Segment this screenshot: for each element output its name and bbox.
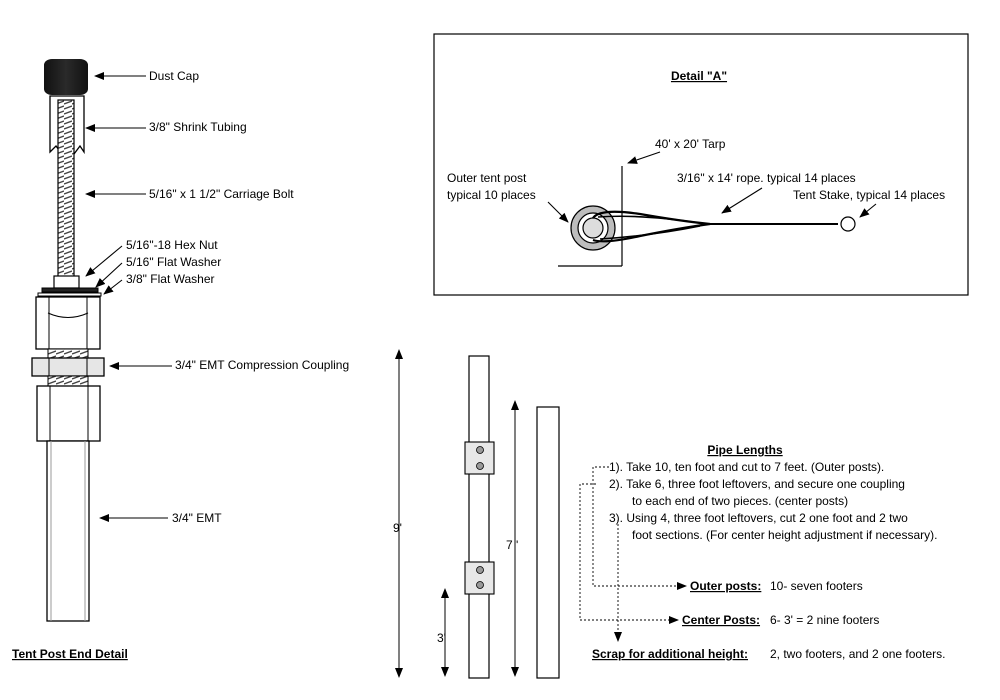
emt-label: 3/4" EMT (172, 511, 222, 525)
tent-post-end-assembly (31, 59, 105, 622)
flat-washer-516-label: 5/16" Flat Washer (126, 255, 221, 269)
detail-a-arrows (547, 151, 877, 223)
center-post (464, 355, 495, 679)
dimension-three-label: 3' (437, 631, 446, 645)
hex-nut-label: 5/16"-18 Hex Nut (126, 238, 218, 252)
carriage-bolt-label: 5/16" x 1 1/2" Carriage Bolt (149, 187, 294, 201)
detail-a-title: Detail "A" (671, 69, 727, 83)
pipe-step-3a: 3). Using 4, three foot leftovers, cut 2… (609, 511, 908, 525)
pipe-step-1: 1). Take 10, ten foot and cut to 7 feet.… (609, 460, 884, 474)
compression-coupling-label: 3/4" EMT Compression Coupling (175, 358, 349, 372)
shrink-tubing-label: 3/8" Shrink Tubing (149, 120, 247, 134)
upper-compression-nut (35, 296, 101, 350)
outer-posts-value: 10- seven footers (770, 579, 863, 593)
left-leader-arrows (85, 72, 172, 522)
flat-washer-516-shape (41, 287, 99, 293)
coupling-body (31, 357, 105, 377)
dimension-nine-label: 9' (393, 521, 402, 535)
emt-pipe-shape (46, 440, 90, 622)
hex-nut-shape (53, 275, 80, 289)
scrap-label: Scrap for additional height: (592, 647, 748, 661)
tent-post-end-detail-title: Tent Post End Detail (12, 647, 128, 661)
outer-post-label-line1: Outer tent post (447, 171, 527, 185)
pipe-step-2a: 2). Take 6, three foot leftovers, and se… (609, 477, 905, 491)
tarp-label: 40' x 20' Tarp (655, 137, 726, 151)
scrap-value: 2, two footers, and 2 one footers. (770, 647, 945, 661)
outer-post-label-line2: typical 10 places (447, 188, 536, 202)
detail-a-box (433, 33, 969, 296)
pipe-step-2b: to each end of two pieces. (center posts… (632, 494, 848, 508)
center-posts-label: Center Posts: (682, 613, 760, 627)
pipe-step-3b: foot sections. (For center height adjust… (632, 528, 937, 542)
outer-post (536, 406, 560, 679)
pipe-lengths-title: Pipe Lengths (707, 443, 783, 457)
outer-posts-label: Outer posts: (690, 579, 761, 593)
dust-cap-shape (44, 59, 88, 95)
center-posts-value: 6- 3' = 2 nine footers (770, 613, 879, 627)
pipe-length-leaders (579, 466, 687, 642)
dimension-seven-label: 7 ' (506, 538, 518, 552)
rope-label: 3/16" x 14' rope. typical 14 places (677, 171, 856, 185)
lower-compression-nut (36, 385, 101, 442)
flat-washer-38-label: 3/8" Flat Washer (126, 272, 215, 286)
tent-stake-shape (840, 216, 856, 232)
carriage-bolt-shape (57, 99, 75, 281)
dust-cap-label: Dust Cap (149, 69, 199, 83)
flat-washer-38-shape (37, 292, 102, 297)
stake-label: Tent Stake, typical 14 places (793, 188, 945, 202)
